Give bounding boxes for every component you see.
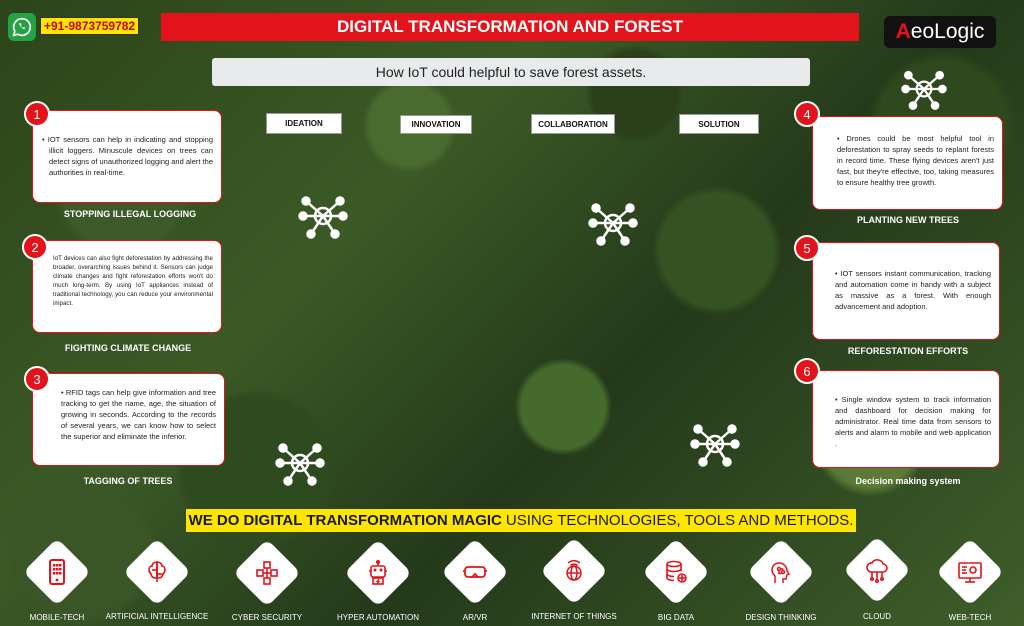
cloud-icon xyxy=(857,550,897,590)
tech-label: HYPER AUTOMATION xyxy=(337,613,419,622)
stage-innovation: INNOVATION xyxy=(400,115,472,134)
head-circuit-icon xyxy=(761,552,801,592)
tech-tile-ai[interactable] xyxy=(123,538,191,606)
tech-tile-cloud[interactable] xyxy=(843,536,911,604)
tech-tile-ar-vr[interactable] xyxy=(441,538,509,606)
info-card-1: • IOT sensors can help in indicating and… xyxy=(32,110,222,203)
card-text: • Single window system to track informat… xyxy=(835,395,991,448)
tech-tile-cyber-security[interactable] xyxy=(233,539,301,607)
robot-icon xyxy=(358,553,398,593)
card-label-5: REFORESTATION EFFORTS xyxy=(847,346,969,356)
monitor-gear-icon xyxy=(950,552,990,592)
stage-ideation: IDEATION xyxy=(266,113,342,134)
info-card-2: IoT devices can also fight deforestation… xyxy=(32,240,222,333)
tech-label: WEB-TECH xyxy=(948,613,992,622)
info-card-6: • Single window system to track informat… xyxy=(812,370,1000,468)
card-number-3: 3 xyxy=(24,366,50,392)
tech-tile-mobile[interactable] xyxy=(23,538,91,606)
tech-label: ARTIFICIAL INTELLIGENCE xyxy=(105,612,209,621)
whatsapp-icon[interactable] xyxy=(8,13,36,41)
tech-tile-design-thinking[interactable] xyxy=(747,538,815,606)
network-person-icon xyxy=(298,196,348,239)
card-number-6: 6 xyxy=(794,358,820,384)
card-number-1: 1 xyxy=(24,101,50,127)
page-subtitle: How IoT could helpful to save forest ass… xyxy=(212,58,810,86)
tech-label: DESIGN THINKING xyxy=(745,613,817,622)
card-label-1: STOPPING ILLEGAL LOGGING xyxy=(63,209,197,219)
card-text: • IOT sensors can help in indicating and… xyxy=(42,135,213,177)
logo-text: eoLogic xyxy=(910,20,985,43)
tech-tile-web-tech[interactable] xyxy=(936,538,1004,606)
info-card-4: • Drones could be most helpful tool in d… xyxy=(812,116,1003,210)
network-person-icon xyxy=(275,443,325,486)
tech-tile-hyper-automation[interactable] xyxy=(344,539,412,607)
card-label-3: TAGGING OF TREES xyxy=(83,476,173,486)
vr-headset-icon xyxy=(455,552,495,592)
tech-tile-iot[interactable] xyxy=(540,537,608,605)
stage-collaboration: COLLABORATION xyxy=(531,114,615,134)
tech-label: MOBILE-TECH xyxy=(29,613,85,622)
network-person-icon xyxy=(588,203,638,246)
stage-solution: SOLUTION xyxy=(679,114,759,134)
card-label-2: FIGHTING CLIMATE CHANGE xyxy=(64,343,192,353)
network-person-icon xyxy=(901,70,947,110)
database-icon xyxy=(656,552,696,592)
iot-globe-icon xyxy=(554,551,594,591)
card-text: • IOT sensors instant communication, tra… xyxy=(835,269,991,311)
tagline-rest: USING TECHNOLOGIES, TOOLS AND METHODS. xyxy=(505,512,854,529)
network-person-icon xyxy=(690,424,740,467)
network-cubes-icon xyxy=(247,553,287,593)
info-card-5: • IOT sensors instant communication, tra… xyxy=(812,242,1000,340)
logo-prefix: A xyxy=(895,20,911,43)
tagline-bold: WE DO DIGITAL TRANSFORMATION MAGIC xyxy=(188,512,502,529)
card-label-6: Decision making system xyxy=(855,476,961,486)
info-card-3: • RFID tags can help give information an… xyxy=(32,373,225,466)
card-text: • RFID tags can help give information an… xyxy=(61,388,216,441)
card-text: • Drones could be most helpful tool in d… xyxy=(837,134,994,187)
tech-label: CYBER SECURITY xyxy=(231,613,303,622)
mobile-icon xyxy=(37,552,77,592)
tech-label: BIG DATA xyxy=(657,613,695,622)
tech-tile-big-data[interactable] xyxy=(642,538,710,606)
card-label-4: PLANTING NEW TREES xyxy=(856,215,959,225)
tech-label: AR/VR xyxy=(462,613,488,622)
tech-label: CLOUD xyxy=(862,612,891,621)
card-text: IoT devices can also fight deforestation… xyxy=(53,255,213,307)
card-number-4: 4 xyxy=(794,101,820,127)
card-number-2: 2 xyxy=(22,234,48,260)
tech-label: INTERNET OF THINGS xyxy=(531,612,617,621)
phone-number[interactable]: +91-9873759782 xyxy=(40,17,140,35)
page-title: DIGITAL TRANSFORMATION AND FOREST xyxy=(161,13,859,41)
brain-chip-icon xyxy=(137,552,177,592)
card-number-5: 5 xyxy=(794,235,820,261)
